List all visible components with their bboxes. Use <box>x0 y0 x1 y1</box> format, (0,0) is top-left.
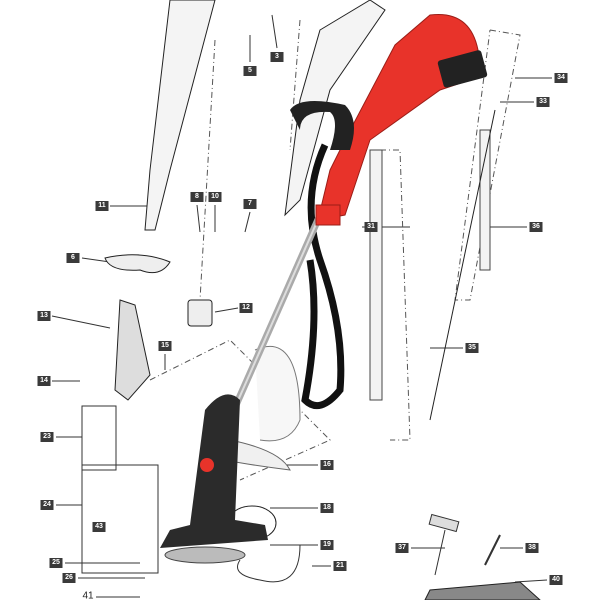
part-label-11: 11 <box>95 201 109 211</box>
part-label-6: 6 <box>66 253 80 263</box>
part-label-5: 5 <box>243 66 257 76</box>
part-label-3: 3 <box>270 52 284 62</box>
part-label-38: 38 <box>525 543 539 553</box>
part-label-24: 24 <box>40 500 54 510</box>
part-label-21: 21 <box>333 561 347 571</box>
part-label-35: 35 <box>465 343 479 353</box>
part-label-12: 12 <box>239 303 253 313</box>
part-label-36: 36 <box>529 222 543 232</box>
part-label-13: 13 <box>37 311 51 321</box>
part-label-31: 31 <box>364 222 378 232</box>
part-label-18: 18 <box>320 503 334 513</box>
part-label-26: 26 <box>62 573 76 583</box>
part-label-7: 7 <box>243 199 257 209</box>
part-label-19: 19 <box>320 540 334 550</box>
part-label-34: 34 <box>554 73 568 83</box>
part-label-40: 40 <box>549 575 563 585</box>
part-label-37: 37 <box>395 543 409 553</box>
part-label-16: 16 <box>320 460 334 470</box>
part-label-15: 15 <box>158 341 172 351</box>
part-label-41: 41 <box>82 590 94 600</box>
part-label-23: 23 <box>40 432 54 442</box>
part-label-14: 14 <box>37 376 51 386</box>
part-label-8: 8 <box>190 192 204 202</box>
part-label-43: 43 <box>92 522 106 532</box>
part-label-25: 25 <box>49 558 63 568</box>
part-label-10: 10 <box>208 192 222 202</box>
part-label-33: 33 <box>536 97 550 107</box>
